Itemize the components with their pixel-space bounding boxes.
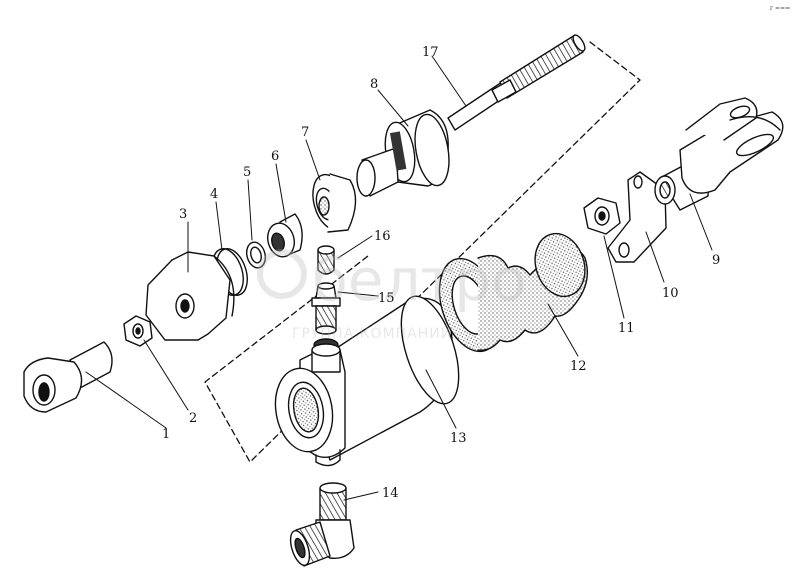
label-part-2: 2 <box>189 411 197 426</box>
part-1-eye-bolt <box>23 341 113 413</box>
part-9-clevis-fork <box>654 97 784 211</box>
label-part-17: 17 <box>422 45 439 60</box>
label-part-16: 16 <box>374 229 391 244</box>
part-3-hex-cap <box>145 251 235 341</box>
label-part-3: 3 <box>179 207 187 222</box>
leader-lines <box>85 55 713 501</box>
part-5-ring <box>245 241 267 269</box>
label-part-4: 4 <box>210 187 218 202</box>
label-part-5: 5 <box>243 165 251 180</box>
label-part-11: 11 <box>618 321 635 336</box>
label-part-8: 8 <box>370 77 378 92</box>
part-12-rubber-boot <box>438 232 588 353</box>
watermark-brand: белтро <box>312 246 527 314</box>
part-number-labels: 1 2 3 4 5 6 7 8 9 10 11 12 13 14 15 16 1… <box>162 45 720 501</box>
part-6-spacer <box>266 213 303 258</box>
label-part-1: 1 <box>162 427 170 442</box>
label-part-15: 15 <box>378 291 395 306</box>
part-11-nut <box>583 197 621 235</box>
corner-mark: г === <box>770 5 790 12</box>
label-part-7: 7 <box>301 125 309 140</box>
part-7-cup-seal <box>312 173 357 233</box>
label-part-10: 10 <box>662 286 679 301</box>
part-16-bleed-screw <box>317 245 335 275</box>
part-13-cylinder-body <box>274 295 460 467</box>
part-17-threaded-rod <box>447 34 586 131</box>
label-part-13: 13 <box>450 431 467 446</box>
part-14-elbow-fitting <box>289 482 355 567</box>
label-part-6: 6 <box>271 149 279 164</box>
label-part-9: 9 <box>712 253 720 268</box>
part-10-plate <box>607 171 667 263</box>
assembly-dashed-frame <box>204 41 641 463</box>
part-8-piston <box>356 109 450 197</box>
watermark-subtitle: ГРУППА КОМПАНИЙ <box>292 324 452 342</box>
label-part-14: 14 <box>382 486 399 501</box>
part-2-small-nut <box>123 315 153 347</box>
label-part-12: 12 <box>570 359 587 374</box>
watermark: белтро ГРУППА КОМПАНИЙ <box>257 246 527 342</box>
